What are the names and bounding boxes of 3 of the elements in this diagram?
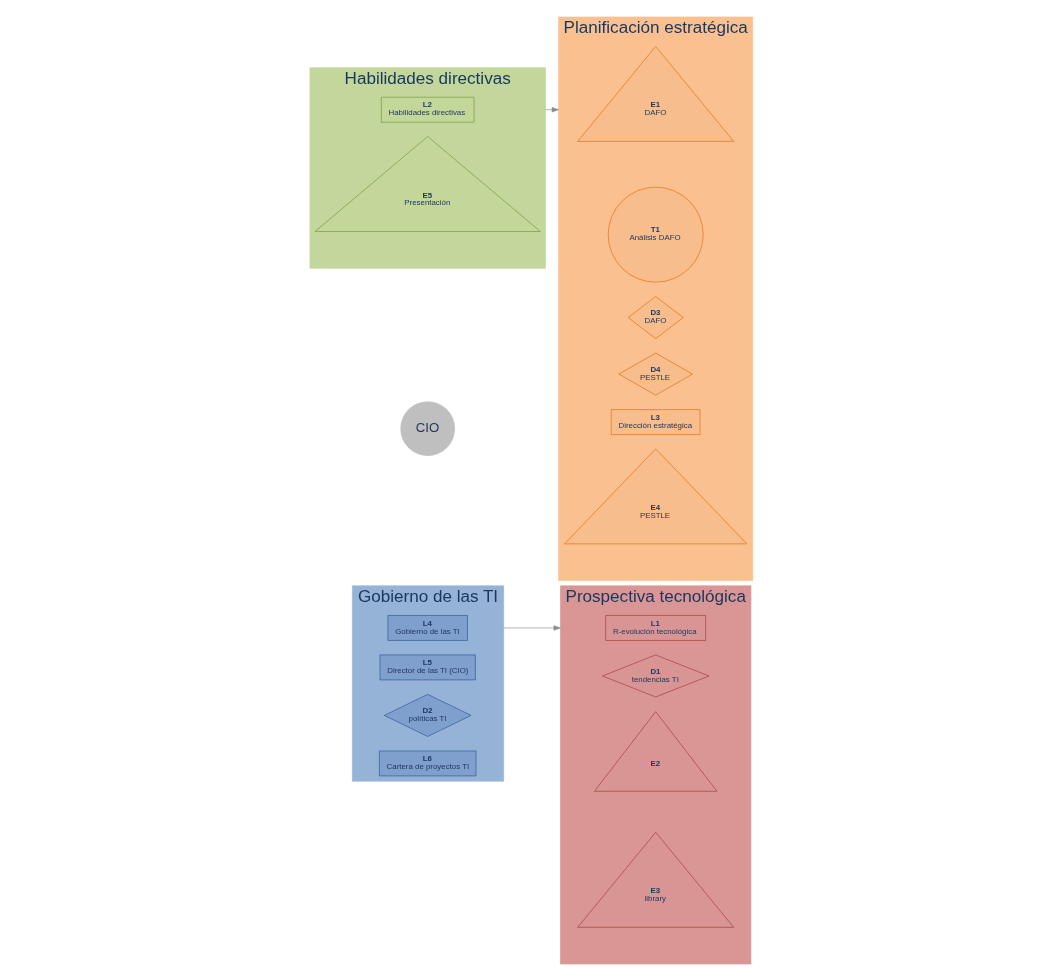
arrow: [502, 624, 561, 631]
node-circle: CIO: [399, 400, 455, 456]
arrow: [544, 106, 559, 112]
